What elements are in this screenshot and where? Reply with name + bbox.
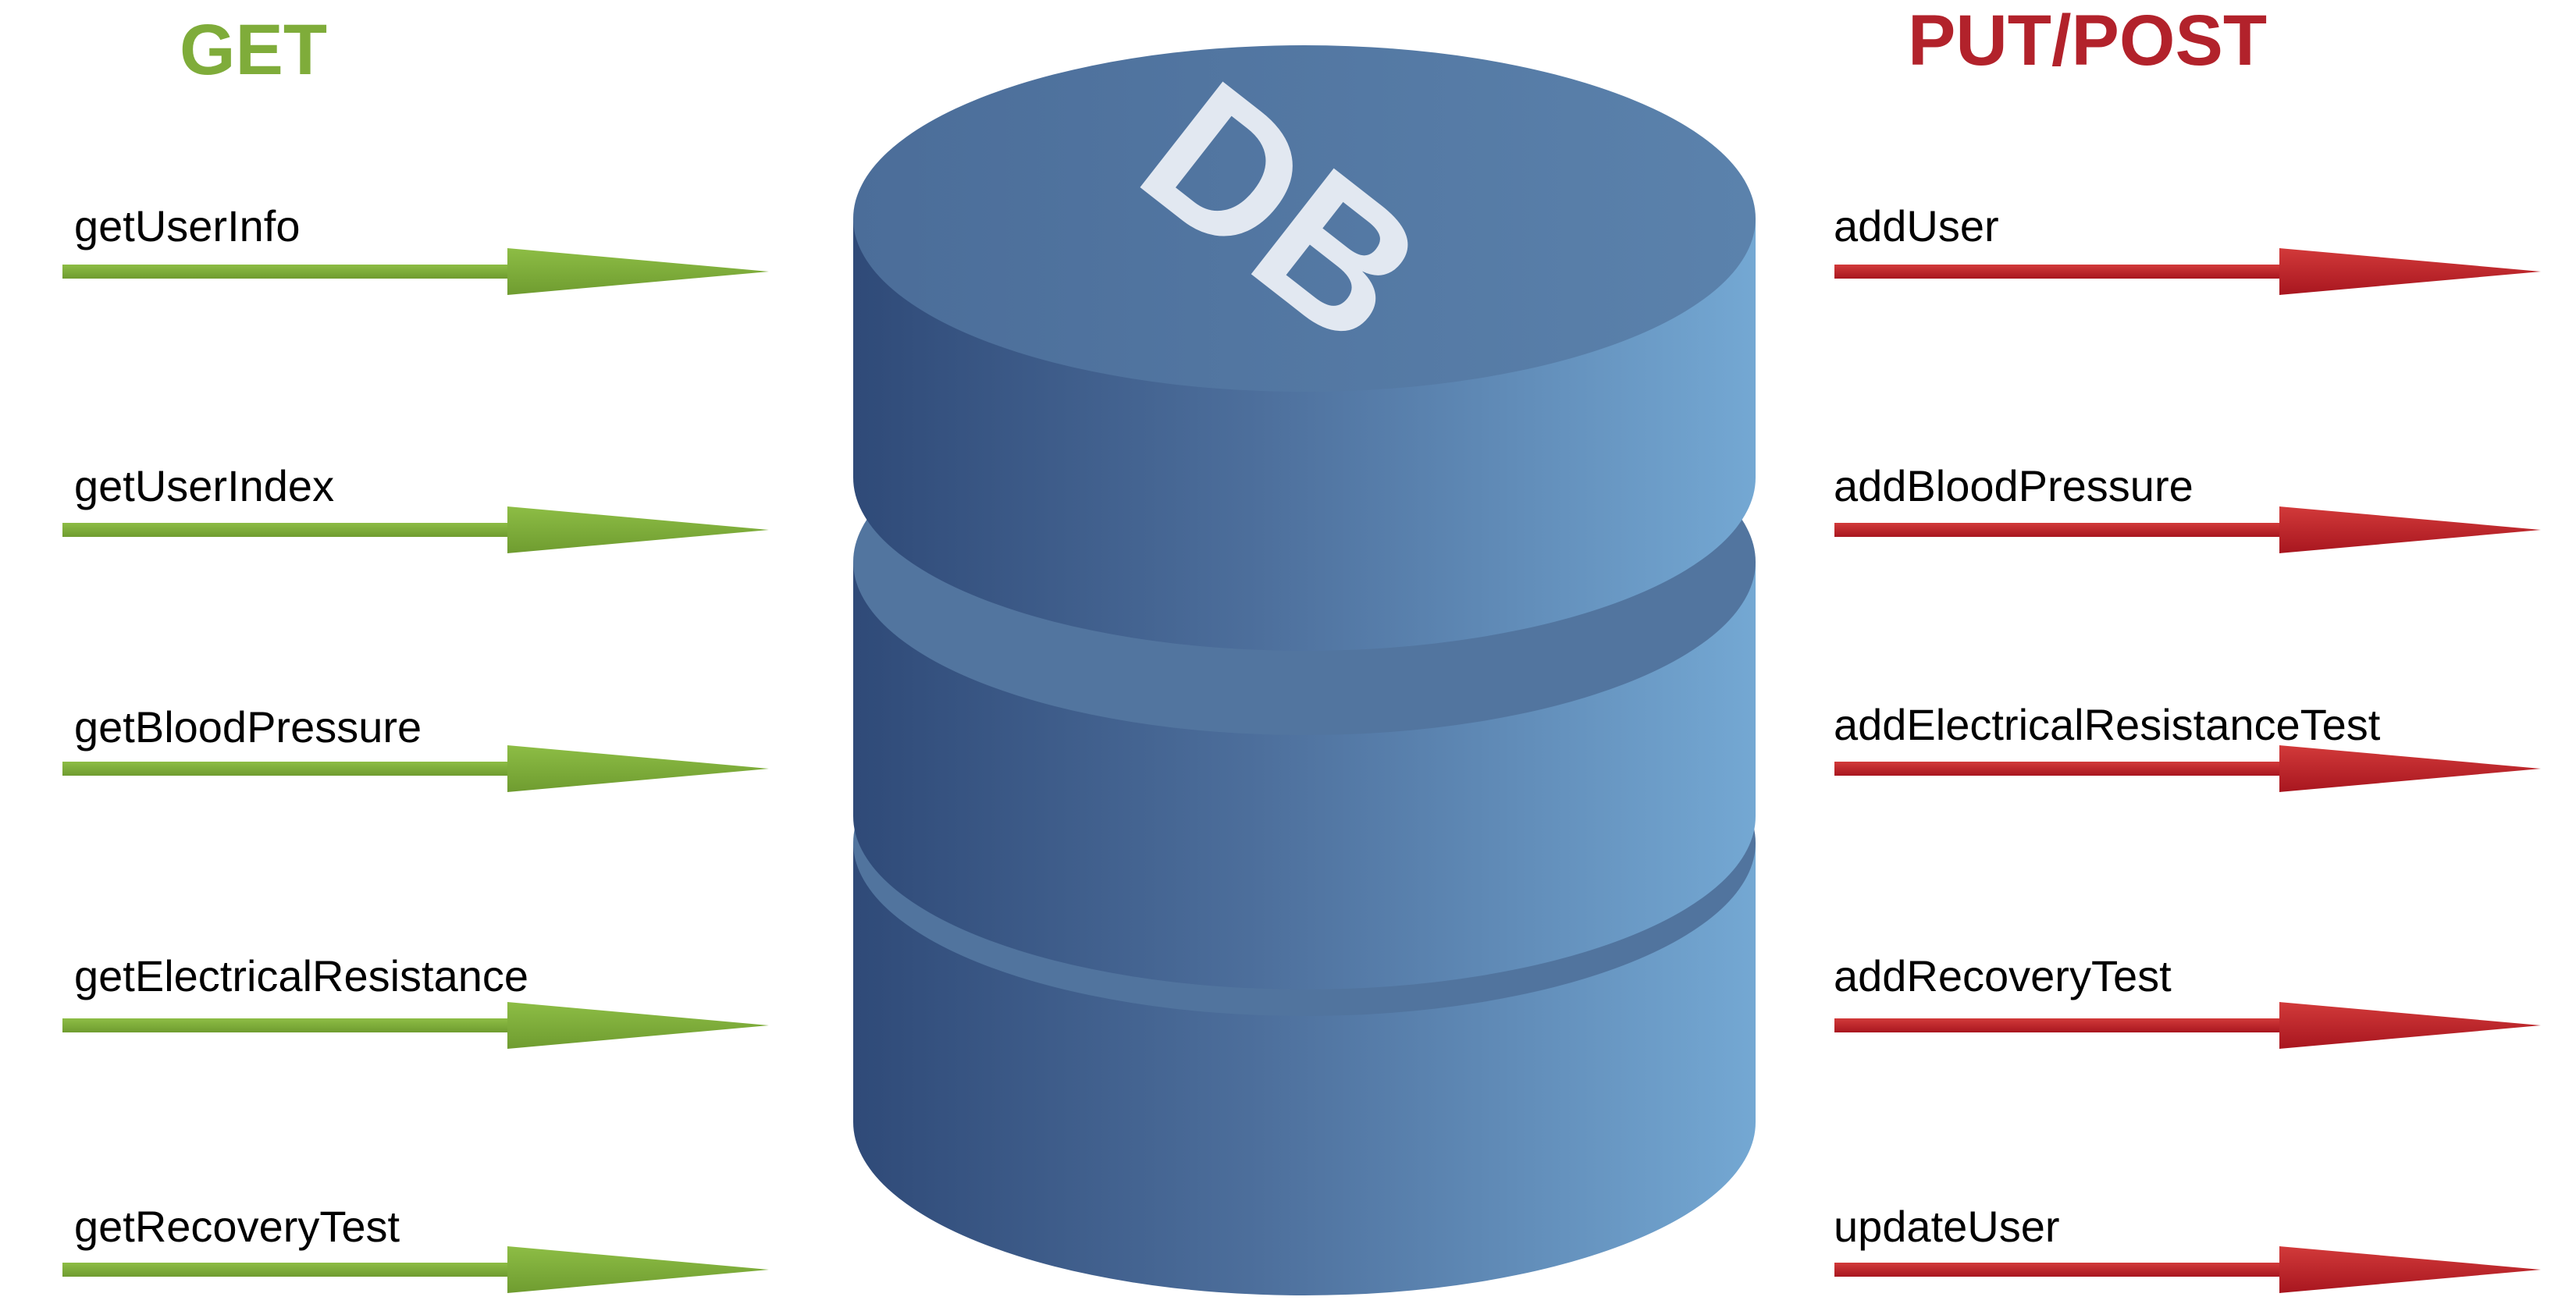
put-endpoint-label: addElectricalResistanceTest xyxy=(1834,700,2381,749)
arrow-right-icon xyxy=(1834,248,2541,295)
get-endpoint-label: getElectricalResistance xyxy=(74,951,529,1000)
arrow-right-icon xyxy=(62,745,769,792)
arrow-right-icon xyxy=(62,1002,769,1049)
get-endpoint-label: getBloodPressure xyxy=(74,702,422,751)
get-heading: GET xyxy=(180,10,328,90)
get-endpoint-label: getUserInfo xyxy=(74,201,301,250)
put-endpoint-label: addBloodPressure xyxy=(1834,461,2194,510)
get-endpoint-label: getUserIndex xyxy=(74,461,335,510)
arrow-right-icon xyxy=(62,248,769,295)
database-icon: DB xyxy=(853,41,1756,1295)
put-endpoint-label: addUser xyxy=(1834,201,1999,250)
put-endpoint-label: updateUser xyxy=(1834,1202,2060,1251)
put-endpoint-label: addRecoveryTest xyxy=(1834,951,2172,1000)
put-arrows xyxy=(1834,248,2541,1293)
arrow-right-icon xyxy=(1834,506,2541,553)
arrow-right-icon xyxy=(1834,1002,2541,1049)
get-endpoint-label: getRecoveryTest xyxy=(74,1202,400,1251)
arrow-right-icon xyxy=(62,1246,769,1293)
arrow-right-icon xyxy=(1834,745,2541,792)
arrow-right-icon xyxy=(1834,1246,2541,1293)
arrow-right-icon xyxy=(62,506,769,553)
put-post-heading: PUT/POST xyxy=(1908,1,2268,80)
get-arrows xyxy=(62,248,769,1293)
